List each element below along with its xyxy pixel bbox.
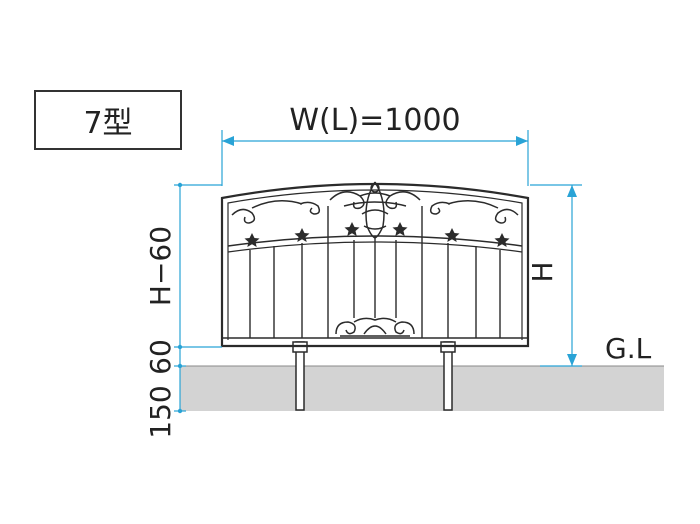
width-dimension (221, 130, 529, 186)
bottom-scroll (335, 317, 415, 337)
height-label: H (526, 261, 559, 282)
dim-upper-label: H−60 (144, 226, 177, 306)
dim-lower-label: 150 (144, 385, 177, 438)
width-label: W(L)=1000 (289, 103, 460, 138)
type-label: 7型 (83, 106, 133, 141)
left-dimension-chain (174, 182, 222, 414)
dim-middle-label: 60 (144, 339, 177, 375)
type-label-box: 7型 (34, 90, 182, 150)
ground-area (180, 366, 664, 411)
fence-panel (220, 181, 530, 348)
star-ornaments (244, 222, 510, 247)
ground-label: G.L (605, 332, 652, 365)
height-dimension (530, 184, 582, 367)
